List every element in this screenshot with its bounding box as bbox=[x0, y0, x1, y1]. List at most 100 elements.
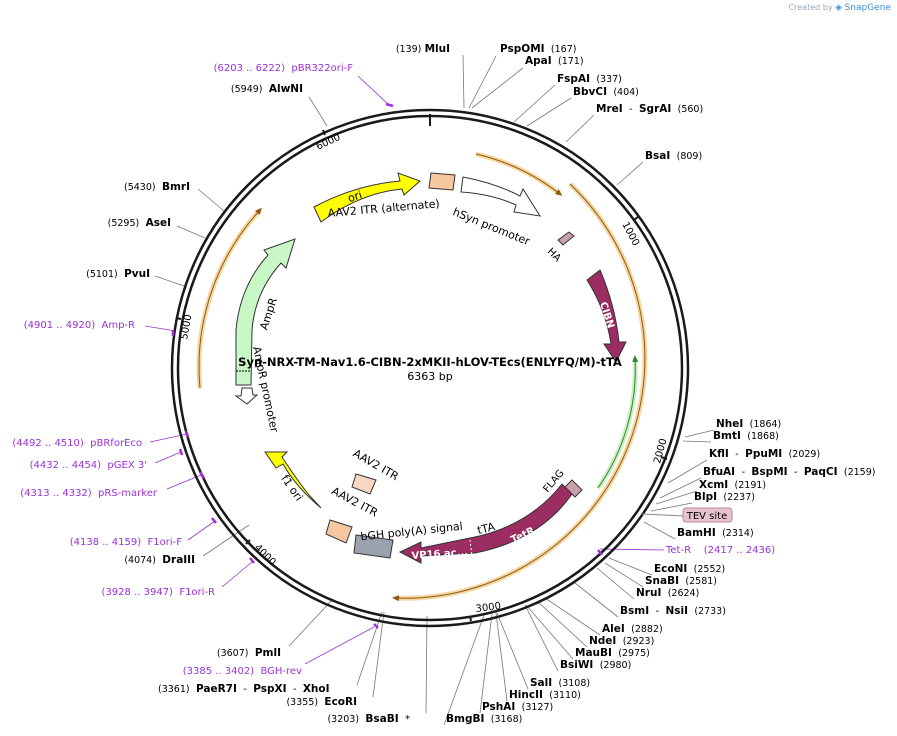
site-name: KflI bbox=[709, 448, 729, 460]
site-label-snabi[interactable]: SnaBI (2581) bbox=[645, 575, 717, 587]
site-separator: - bbox=[237, 684, 253, 695]
leader-bamhi bbox=[643, 521, 676, 540]
site-position: (2029) bbox=[789, 449, 821, 460]
site-label-mlui[interactable]: (139) MluI bbox=[396, 43, 450, 55]
site-label-bmgbi[interactable]: BmgBI (3168) bbox=[446, 713, 522, 725]
site-label-bbvci[interactable]: BbvCI (404) bbox=[573, 86, 639, 98]
leader-f1ori-r bbox=[221, 561, 253, 588]
leader-bsabi bbox=[425, 615, 428, 714]
feature-ha-label: HA bbox=[545, 246, 563, 264]
site-label-pvui[interactable]: (5101) PvuI bbox=[86, 268, 150, 280]
leader-sali bbox=[496, 612, 529, 690]
site-labels: (139) MluI PspOMI (167)ApaI (171) FspAI (3… bbox=[12, 43, 875, 725]
feature-ha-arrow[interactable] bbox=[557, 231, 575, 246]
site-name: PmlI bbox=[255, 647, 281, 659]
site-label-nrui[interactable]: NruI (2624) bbox=[636, 587, 699, 599]
site-name: EcoRI bbox=[324, 696, 357, 708]
site-label-paer7i[interactable]: (3361) PaeR7I - PspXI - XhoI bbox=[158, 683, 330, 695]
site-label-maubi[interactable]: MauBI (2975) bbox=[575, 647, 650, 659]
feature-flag-arrow[interactable] bbox=[564, 479, 583, 498]
site-label-blpi[interactable]: BlpI (2237) bbox=[694, 491, 755, 503]
site-label-bsabi[interactable]: (3203) BsaBI * bbox=[327, 713, 410, 725]
feature-aav2-itr-2-box[interactable] bbox=[325, 519, 353, 544]
feature-hsyn-promoter-arrow[interactable] bbox=[460, 176, 542, 217]
leader-pmli bbox=[288, 598, 334, 647]
leader-hincii bbox=[495, 612, 508, 702]
feature-tta-divider bbox=[469, 539, 473, 557]
tev-site-badge[interactable]: TEV site bbox=[641, 507, 733, 523]
primer-label-prs-marker[interactable]: (4313 .. 4332) pRS-marker bbox=[20, 488, 158, 499]
leader-alwni bbox=[308, 96, 328, 127]
feature-aav2-itr-2-label: AAV2 ITR bbox=[329, 484, 380, 519]
site-label-bsiwi[interactable]: BsiWI (2980) bbox=[560, 659, 631, 671]
primer-label-bgh-rev[interactable]: (3385 .. 3402) BGH-rev bbox=[183, 666, 302, 677]
feature-ampr-promoter-arrow[interactable] bbox=[234, 387, 259, 405]
site-label-xcmi[interactable]: XcmI (2191) bbox=[699, 479, 766, 491]
primer-label-pbrforeco[interactable]: (4492 .. 4510) pBRforEco bbox=[12, 438, 142, 449]
site-name: MauBI bbox=[575, 647, 612, 659]
site-label-econi[interactable]: EcoNI (2552) bbox=[654, 563, 725, 575]
leader-nrui bbox=[596, 567, 635, 600]
feature-bgh-polya-box[interactable] bbox=[353, 534, 394, 559]
site-label-ecori[interactable]: (3355) EcoRI bbox=[286, 696, 357, 708]
site-label-nhei[interactable]: NheI (1864) bbox=[716, 418, 781, 430]
leader-pgex3 bbox=[154, 451, 182, 464]
site-name: NheI bbox=[716, 418, 743, 430]
primer-label-f1ori-r[interactable]: (3928 .. 3947) F1ori-R bbox=[102, 587, 216, 598]
site-name: BmtI bbox=[713, 430, 741, 442]
site-separator: - bbox=[788, 467, 804, 478]
primer-label-tet-r[interactable]: Tet-R (2417 .. 2436) bbox=[665, 545, 775, 556]
feature-ampr-arrow[interactable] bbox=[235, 238, 296, 386]
feature-tta-arrow[interactable] bbox=[398, 483, 573, 564]
feature-ampr-label: AmpR bbox=[257, 296, 280, 332]
site-label-draiii[interactable]: (4074) DraIII bbox=[124, 554, 195, 566]
feature-f1-ori-arrow[interactable] bbox=[264, 451, 322, 509]
site-label-alwni[interactable]: (5949) AlwNI bbox=[231, 83, 303, 95]
site-label-asei[interactable]: (5295) AseI bbox=[108, 217, 171, 229]
site-label-alei[interactable]: AleI (2882) bbox=[602, 623, 663, 635]
site-label-bsai[interactable]: BsaI (809) bbox=[645, 150, 702, 162]
site-label-pmli[interactable]: (3607) PmlI bbox=[217, 647, 281, 659]
site-label-bsmi[interactable]: BsmI - NsiI (2733) bbox=[620, 605, 726, 617]
leader-mrei bbox=[565, 114, 595, 143]
feature-aav2-itr-box[interactable] bbox=[351, 473, 377, 495]
site-label-fspai[interactable]: FspAI (337) bbox=[557, 73, 622, 85]
site-name: NruI bbox=[636, 587, 661, 599]
site-label-bfuai[interactable]: BfuAI - BspMI - PaqCI (2159) bbox=[703, 466, 875, 478]
feature-ori-arrow[interactable] bbox=[313, 172, 421, 223]
site-name: BlpI bbox=[694, 491, 717, 503]
leader-bsai bbox=[616, 161, 644, 186]
credit-prefix: Created by bbox=[788, 3, 833, 12]
feature-vp16-label: VP16 ac... bbox=[411, 547, 468, 562]
site-label-ndei[interactable]: NdeI (2923) bbox=[589, 635, 654, 647]
site-name: AseI bbox=[146, 217, 171, 229]
site-label-bmri[interactable]: (5430) BmrI bbox=[124, 181, 190, 193]
plasmid-length: 6363 bp bbox=[407, 370, 452, 383]
feature-cibn-arrow[interactable] bbox=[586, 269, 627, 363]
feature-aav2-itr-alt-box[interactable] bbox=[428, 172, 456, 191]
site-position: (5101) bbox=[86, 269, 118, 280]
site-label-mrei[interactable]: MreI - SgrAI (560) bbox=[596, 103, 703, 115]
site-position: (2733) bbox=[694, 606, 726, 617]
site-label-hincii[interactable]: HincII (3110) bbox=[509, 689, 581, 701]
leader-bfuai bbox=[659, 477, 702, 499]
primer-label-pgex3[interactable]: (4432 .. 4454) pGEX 3' bbox=[30, 460, 147, 471]
site-label-pshai[interactable]: PshAI (3127) bbox=[482, 701, 553, 713]
site-name: MluI bbox=[425, 43, 450, 55]
primer-label-f1ori-f[interactable]: (4138 .. 4159) F1ori-F bbox=[70, 537, 183, 548]
site-label-sali[interactable]: SalI (3108) bbox=[530, 677, 590, 689]
leader-econi bbox=[608, 557, 653, 576]
site-label-bamhi[interactable]: BamHI (2314) bbox=[677, 527, 754, 539]
site-label-bmti[interactable]: BmtI (1868) bbox=[713, 430, 779, 442]
site-separator: - bbox=[623, 104, 639, 115]
site-position: (3355) bbox=[286, 697, 318, 708]
primer-label-pbr322ori-f[interactable]: (6203 .. 6222) pBR322ori-F bbox=[214, 63, 354, 74]
site-name: BmrI bbox=[162, 181, 190, 193]
site-label-kfli[interactable]: KflI - PpuMI (2029) bbox=[709, 448, 820, 460]
site-name: PaqCI bbox=[804, 466, 838, 478]
feature-tta-label: tTA bbox=[476, 520, 497, 537]
site-label-pspomi[interactable]: PspOMI (167) bbox=[500, 43, 576, 55]
site-label-apai[interactable]: ApaI (171) bbox=[525, 55, 584, 67]
leader-snabi bbox=[604, 562, 644, 588]
primer-label-amp-r[interactable]: (4901 .. 4920) Amp-R bbox=[24, 320, 135, 331]
